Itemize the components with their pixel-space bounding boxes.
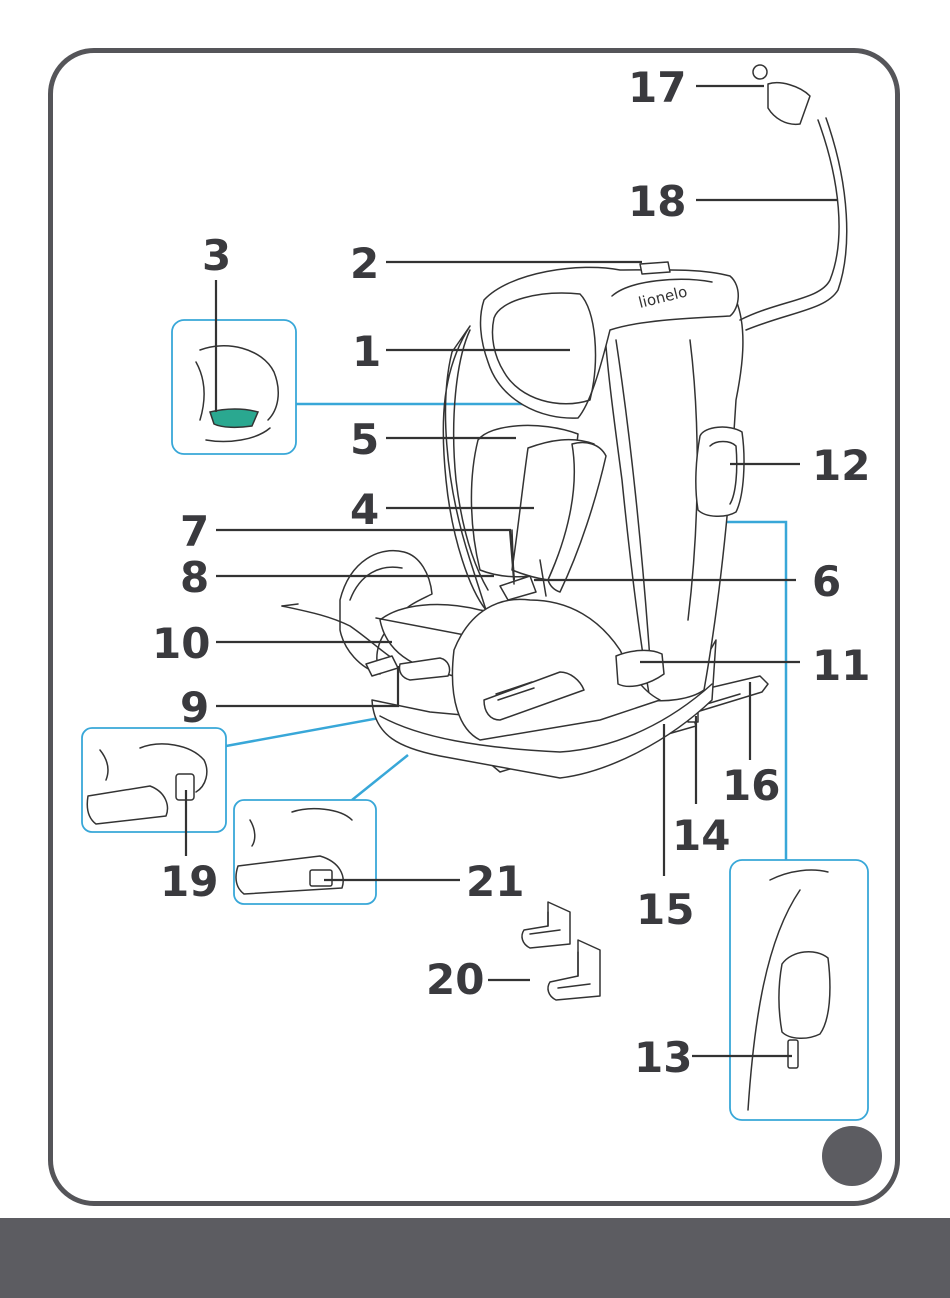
spacer-wedge-1 [522,902,570,948]
tether-adjuster [768,83,810,125]
harness-buckle [500,576,536,600]
top-tether-strap [740,120,839,320]
label-6: 6 [812,557,841,606]
label-11: 11 [812,641,870,690]
harness-adjuster-strap-tip [282,604,298,606]
label-18: 18 [628,177,686,226]
footer-bar [0,1218,950,1298]
label-20: 20 [426,955,484,1004]
callout-line-21 [352,755,408,800]
label-12: 12 [812,441,870,490]
label-4: 4 [350,485,379,534]
spacer-wedges [522,902,600,1000]
label-10: 10 [152,619,210,668]
label-13: 13 [634,1033,692,1082]
label-15: 15 [636,885,694,934]
label-19: 19 [160,857,218,906]
label-16: 16 [722,761,780,810]
label-5: 5 [350,415,379,464]
inset-13-protector [779,952,830,1039]
inset-recline-lever [82,728,226,832]
label-9: 9 [180,683,209,732]
inset-rotation [234,800,376,904]
inset-headrest-adjust [172,320,296,454]
seat-front-pad [399,658,449,680]
label-21: 21 [466,857,524,906]
label-7: 7 [180,507,209,556]
headrest-adjust-handle [640,262,670,274]
label-2: 2 [350,239,379,288]
label-8: 8 [180,553,209,602]
top-tether [740,65,847,330]
page-number-dot [822,1126,882,1186]
inset-3-adjust-lever [210,409,258,427]
label-14: 14 [672,811,730,860]
inset-side-protector [730,860,868,1120]
top-tether-strap-edge [746,118,847,330]
label-3: 3 [202,231,231,280]
spacer-wedge-2 [548,940,600,1000]
tether-hook [753,65,767,79]
label-17: 17 [628,63,686,112]
label-1: 1 [352,327,381,376]
